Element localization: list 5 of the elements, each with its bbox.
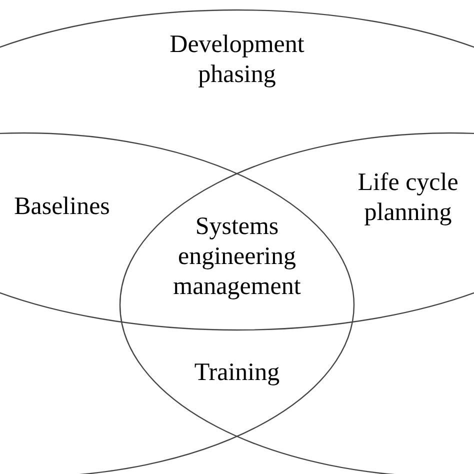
- set-label: Development phasing: [170, 31, 304, 88]
- overlap-label: Systems engineering management: [172, 212, 302, 302]
- set-label: Life cycle planning: [358, 169, 458, 226]
- set-label: Baselines: [14, 193, 110, 220]
- overlap-label: Training: [193, 358, 281, 388]
